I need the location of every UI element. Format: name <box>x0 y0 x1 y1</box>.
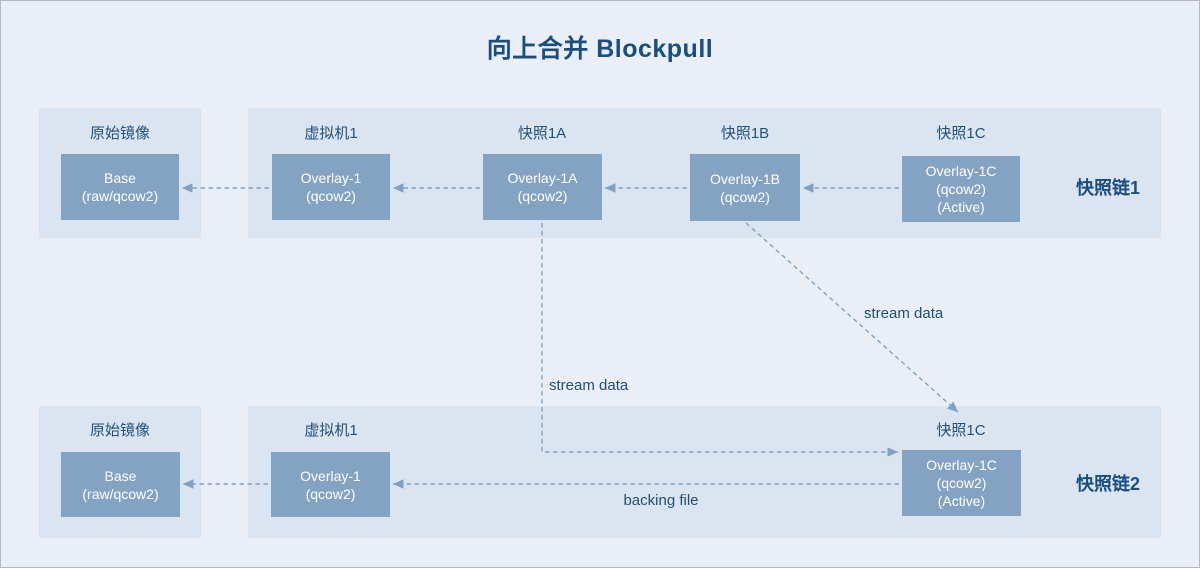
label-origin-chain2: 原始镜像 <box>89 422 150 439</box>
annotation-stream-data-diagonal: stream data <box>864 305 944 322</box>
chain1-label: 快照链1 <box>1075 178 1140 198</box>
node-base-chain1: Base (raw/qcow2) <box>61 154 179 220</box>
node-overlay1c-chain1: Overlay-1C (qcow2) (Active) <box>902 156 1020 222</box>
label-snapshot1c-chain2: 快照1C <box>936 422 986 439</box>
label-vm1-chain1: 虚拟机1 <box>304 125 358 142</box>
node-base-chain2: Base (raw/qcow2) <box>61 452 180 517</box>
node-overlay1-chain2: Overlay-1 (qcow2) <box>271 452 390 517</box>
node-overlay1c-chain2: Overlay-1C (qcow2) (Active) <box>902 450 1021 516</box>
label-snapshot1a-chain1: 快照1A <box>517 125 567 142</box>
label-vm1-chain2: 虚拟机1 <box>304 422 358 439</box>
label-origin-chain1: 原始镜像 <box>89 125 150 142</box>
diagram-title: 向上合并 Blockpull <box>486 35 714 63</box>
label-snapshot1c-chain1: 快照1C <box>936 125 986 142</box>
annotation-backing-file: backing file <box>623 492 699 509</box>
chain2-label: 快照链2 <box>1075 474 1140 494</box>
node-overlay1a-chain1: Overlay-1A (qcow2) <box>483 154 602 220</box>
node-overlay1-chain1: Overlay-1 (qcow2) <box>272 154 390 220</box>
node-overlay1b-chain1: Overlay-1B (qcow2) <box>690 154 800 221</box>
label-snapshot1b-chain1: 快照1B <box>720 125 770 142</box>
annotation-stream-data-vertical: stream data <box>549 377 629 394</box>
